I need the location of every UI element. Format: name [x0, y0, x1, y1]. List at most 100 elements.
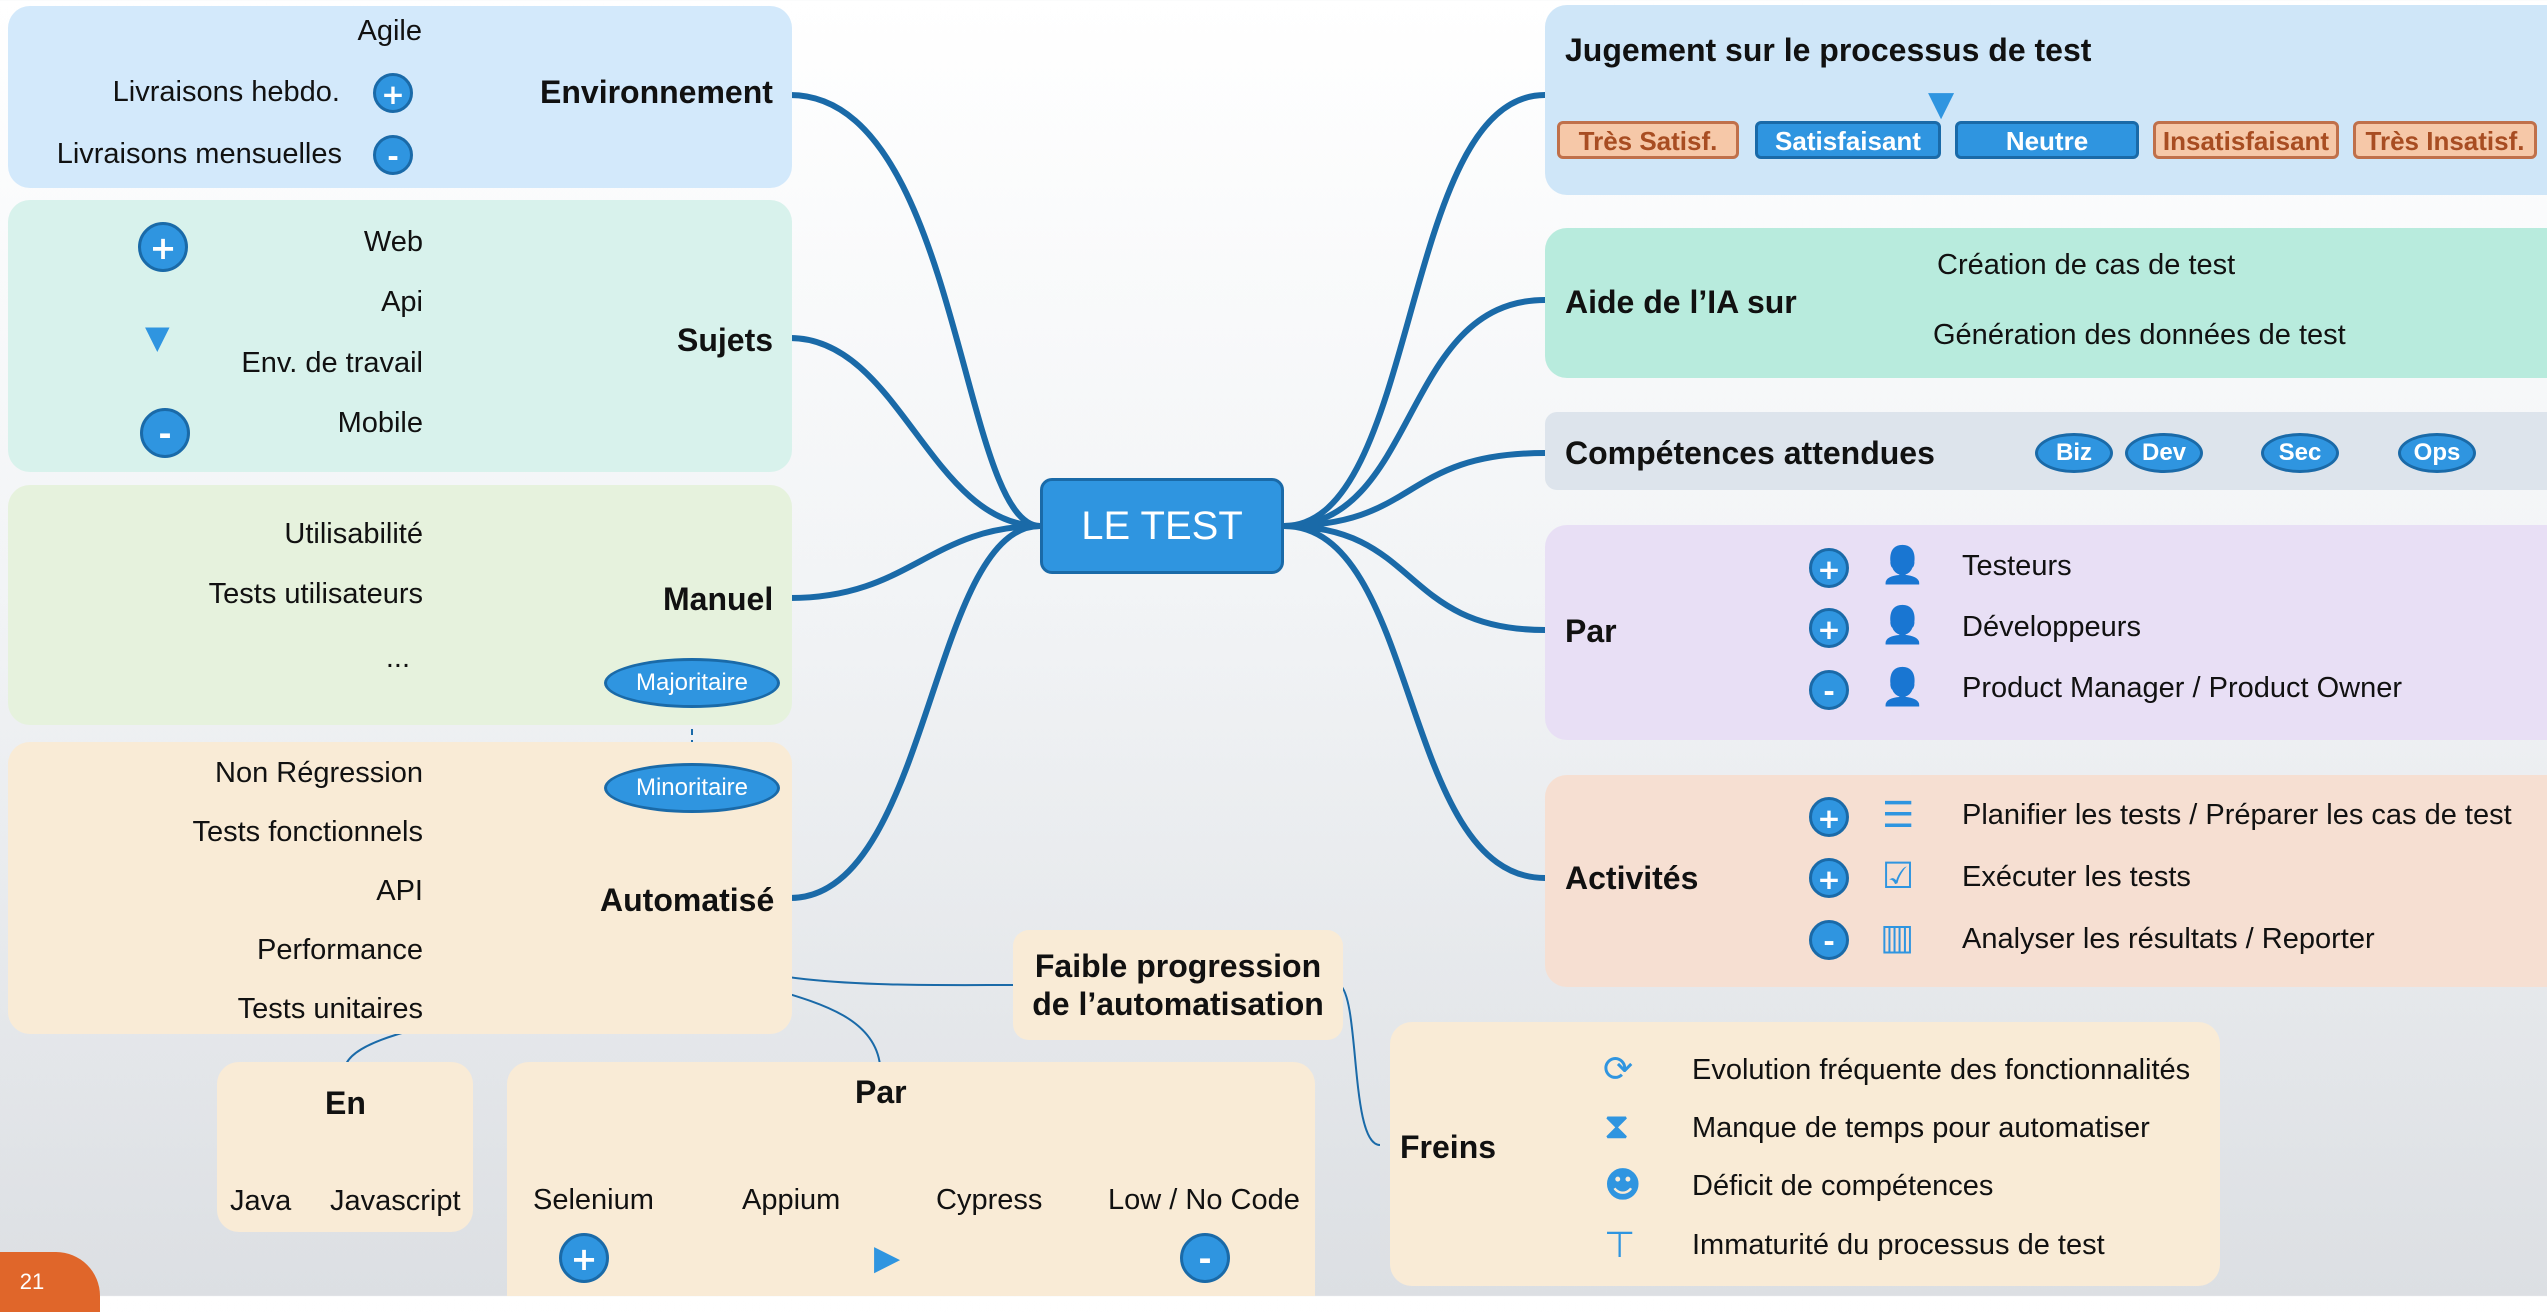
- minoritaire-badge: Minoritaire: [604, 763, 780, 813]
- par-roles-panel: [1545, 525, 2547, 740]
- checklist-icon: ☰: [1882, 795, 1915, 836]
- developer-person-icon: 👤: [1880, 605, 1925, 646]
- minus-icon: -: [373, 135, 413, 175]
- faible-panel: [1013, 930, 1343, 1040]
- connector-environnement: [787, 92, 1043, 529]
- env-item-mensuelles: Livraisons mensuelles: [56, 138, 342, 170]
- env-item-hebdo: Livraisons hebdo.: [112, 76, 340, 108]
- sujets-item-web: Web: [363, 226, 423, 258]
- hierarchy-icon: ⊤: [1604, 1225, 1636, 1266]
- connector-automatise: [787, 523, 1043, 901]
- automatise-title[interactable]: Automatisé: [600, 882, 775, 918]
- plus-icon: +: [373, 73, 413, 113]
- frein-item-immaturite: Immaturité du processus de test: [1692, 1229, 2105, 1261]
- frein-item-deficit: Déficit de compétences: [1692, 1170, 1994, 1202]
- freins-title[interactable]: Freins: [1400, 1129, 1497, 1165]
- auto-item-performance: Performance: [256, 934, 423, 966]
- triangle-down-icon: ▼: [145, 318, 170, 356]
- frein-item-manque-temps: Manque de temps pour automatiser: [1692, 1112, 2150, 1144]
- clipboard-icon: ☑: [1882, 856, 1915, 897]
- environnement-title[interactable]: Environnement: [540, 74, 773, 110]
- sujets-title[interactable]: Sujets: [677, 322, 774, 358]
- tester-person-icon: 👤: [1880, 545, 1925, 586]
- competence-biz: Biz: [2035, 433, 2113, 473]
- option-tres-satisf[interactable]: Très Satisf.: [1557, 121, 1739, 159]
- minus-icon: -: [1809, 920, 1849, 960]
- brain-icon: ☻: [1604, 1165, 1642, 1206]
- manuel-title[interactable]: Manuel: [663, 581, 774, 617]
- auto-item-tests-unitaires: Tests unitaires: [237, 993, 423, 1025]
- refresh-icon: ⟳: [1603, 1049, 1634, 1090]
- competence-ops: Ops: [2398, 433, 2476, 473]
- role-testeurs: Testeurs: [1962, 550, 2072, 582]
- auto-item-tests-fonctionnels: Tests fonctionnels: [192, 816, 423, 848]
- frein-item-evolution: Evolution fréquente des fonctionnalités: [1692, 1054, 2191, 1086]
- en-title[interactable]: En: [325, 1085, 366, 1121]
- manuel-item-more: ...: [385, 642, 410, 674]
- aide-item-generation: Génération des données de test: [1933, 319, 2346, 351]
- sujets-item-env: Env. de travail: [241, 347, 423, 379]
- option-tres-insatisf[interactable]: Très Insatisf.: [2353, 121, 2537, 159]
- bar-chart-icon: ▥: [1880, 917, 1915, 958]
- connector-competences: [1281, 450, 1548, 529]
- plus-icon: +: [1809, 797, 1849, 837]
- faible-line2: de l’automatisation: [1032, 986, 1324, 1022]
- hourglass-icon: ⧗: [1604, 1106, 1630, 1147]
- activites-title[interactable]: Activités: [1565, 860, 1699, 896]
- option-satisfaisant[interactable]: Satisfaisant: [1755, 121, 1941, 159]
- connector-jugement: [1281, 92, 1548, 529]
- auto-item-non-regression: Non Régression: [215, 757, 423, 789]
- option-insatisfaisant[interactable]: Insatisfaisant: [2153, 121, 2339, 159]
- tool-appium: Appium: [742, 1184, 841, 1216]
- aide-title[interactable]: Aide de l’IA sur: [1565, 284, 1797, 320]
- plus-icon: +: [138, 222, 188, 272]
- sujets-item-mobile: Mobile: [337, 407, 423, 439]
- connector-aide: [1281, 297, 1548, 529]
- auto-item-api: API: [376, 875, 423, 907]
- manuel-item-tests-utilisateurs: Tests utilisateurs: [208, 578, 423, 610]
- plus-icon: +: [1809, 548, 1849, 588]
- competence-dev: Dev: [2125, 433, 2203, 473]
- en-item-javascript: Javascript: [330, 1185, 461, 1217]
- competences-title[interactable]: Compétences attendues: [1565, 435, 1935, 471]
- competence-sec: Sec: [2261, 433, 2339, 473]
- minus-icon: -: [140, 408, 190, 458]
- activite-executer: Exécuter les tests: [1962, 861, 2191, 893]
- activite-analyser: Analyser les résultats / Reporter: [1962, 923, 2375, 955]
- connector-activites: [1281, 523, 1548, 881]
- center-node[interactable]: LE TEST: [1040, 478, 1284, 574]
- activites-panel: [1545, 775, 2547, 987]
- par-roles-title[interactable]: Par: [1565, 613, 1617, 649]
- freins-panel: [1390, 1022, 2220, 1286]
- role-product-manager: Product Manager / Product Owner: [1962, 672, 2403, 704]
- faible-line1: Faible progression: [1034, 948, 1322, 984]
- connector-manuel: [787, 523, 1043, 601]
- jugement-title[interactable]: Jugement sur le processus de test: [1565, 32, 2092, 68]
- aide-panel: [1545, 228, 2547, 378]
- tool-cypress: Cypress: [936, 1184, 1043, 1216]
- tool-selenium: Selenium: [533, 1184, 654, 1216]
- activite-planifier: Planifier les tests / Préparer les cas d…: [1962, 799, 2512, 831]
- plus-icon: +: [559, 1233, 609, 1283]
- sujets-item-api: Api: [381, 286, 423, 318]
- aide-item-creation: Création de cas de test: [1937, 249, 2236, 281]
- triangle-down-icon: ▼: [1928, 84, 1955, 124]
- env-item-agile: Agile: [357, 15, 423, 47]
- manuel-item-utilisabilite: Utilisabilité: [284, 518, 423, 550]
- minus-icon: -: [1809, 670, 1849, 710]
- jugement-panel: [1545, 5, 2547, 195]
- en-panel: [217, 1062, 473, 1232]
- plus-icon: +: [1809, 858, 1849, 898]
- majoritaire-badge: Majoritaire: [604, 658, 780, 708]
- triangle-right-icon: ▶: [874, 1238, 901, 1278]
- en-item-java: Java: [230, 1185, 292, 1217]
- tool-low-no-code: Low / No Code: [1108, 1184, 1300, 1216]
- plus-icon: +: [1809, 608, 1849, 648]
- par-tools-title[interactable]: Par: [855, 1074, 907, 1110]
- manager-person-icon: 👤: [1880, 667, 1925, 708]
- role-developpeurs: Développeurs: [1962, 611, 2141, 643]
- option-neutre[interactable]: Neutre: [1955, 121, 2139, 159]
- connector-par-roles: [1281, 523, 1548, 633]
- connector-sujets: [787, 335, 1043, 529]
- minus-icon: -: [1180, 1233, 1230, 1283]
